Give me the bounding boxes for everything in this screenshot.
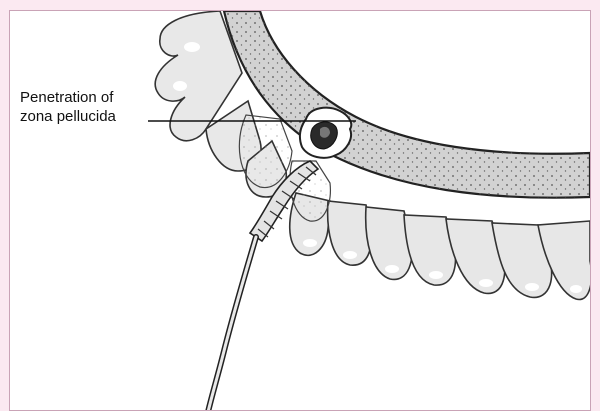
egg-penetration-illustration (10, 11, 590, 411)
penetration-site (300, 108, 351, 158)
callout-line-2: zona pellucida (20, 107, 116, 126)
corona-villi-lower (290, 193, 590, 299)
callout-label: Penetration of zona pellucida (20, 88, 116, 126)
illustration-panel: Penetration of zona pellucida (9, 10, 591, 411)
callout-line-1: Penetration of (20, 88, 116, 107)
